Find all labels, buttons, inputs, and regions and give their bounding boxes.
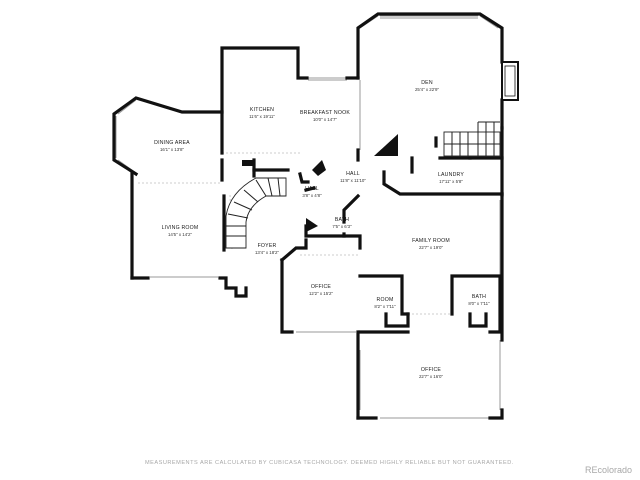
bath-east-dims: 8'0" x 7'11" xyxy=(468,301,490,306)
office-south-label: OFFICE xyxy=(421,367,442,373)
room-labels: DEN 25'4" x 22'9" KITCHEN 11'6" x 19'11"… xyxy=(154,80,490,379)
walls xyxy=(112,12,504,420)
foyer-dims: 13'4" x 18'2" xyxy=(255,250,280,255)
dining-area-label: DINING AREA xyxy=(154,140,190,146)
hall-small-label: HALL xyxy=(305,186,319,192)
kitchen-label: KITCHEN xyxy=(250,107,274,113)
family-room-label: FAMILY ROOM xyxy=(412,238,450,244)
hall-main-label: HALL xyxy=(346,171,360,177)
family-room-dims: 22'7" x 19'0" xyxy=(419,245,444,250)
bath-east-label: BATH xyxy=(472,294,486,300)
room-label: ROOM xyxy=(377,297,394,303)
living-room-label: LIVING ROOM xyxy=(162,225,199,231)
den-dims: 25'4" x 22'9" xyxy=(415,87,440,92)
brand-logo-text: REcolorado xyxy=(584,465,632,475)
den-stairs xyxy=(443,121,501,157)
solid-blocks xyxy=(242,134,398,232)
kitchen-dims: 11'6" x 19'11" xyxy=(249,114,275,119)
dining-area-dims: 16'1" x 13'8" xyxy=(160,147,185,152)
foyer-label: FOYER xyxy=(258,243,277,249)
breakfast-nook-dims: 10'0" x 14'7" xyxy=(313,117,338,122)
room-dims: 8'2" x 7'11" xyxy=(374,304,396,309)
fireplace xyxy=(501,61,519,101)
main-stairs xyxy=(225,177,287,249)
office-south-dims: 22'7" x 16'0" xyxy=(419,374,444,379)
office-west-label: OFFICE xyxy=(311,284,332,290)
hall-main-dims: 11'8" x 11'10" xyxy=(340,178,366,183)
disclaimer-text: MEASUREMENTS ARE CALCULATED BY CUBICASA … xyxy=(145,460,514,466)
laundry-label: LAUNDRY xyxy=(438,172,464,178)
laundry-dims: 17'11" x 5'8" xyxy=(439,179,463,184)
hall-small-dims: 3'8" x 4'8" xyxy=(302,193,322,198)
breakfast-nook-label: BREAKFAST NOOK xyxy=(300,110,350,116)
den-label: DEN xyxy=(421,80,433,86)
window-lines xyxy=(115,15,503,419)
bath-small-dims: 7'5" x 6'3" xyxy=(332,224,352,229)
office-west-dims: 12'2" x 15'2" xyxy=(309,291,334,296)
living-room-dims: 14'5" x 14'2" xyxy=(168,232,193,237)
bath-small-label: BATH xyxy=(335,217,349,223)
